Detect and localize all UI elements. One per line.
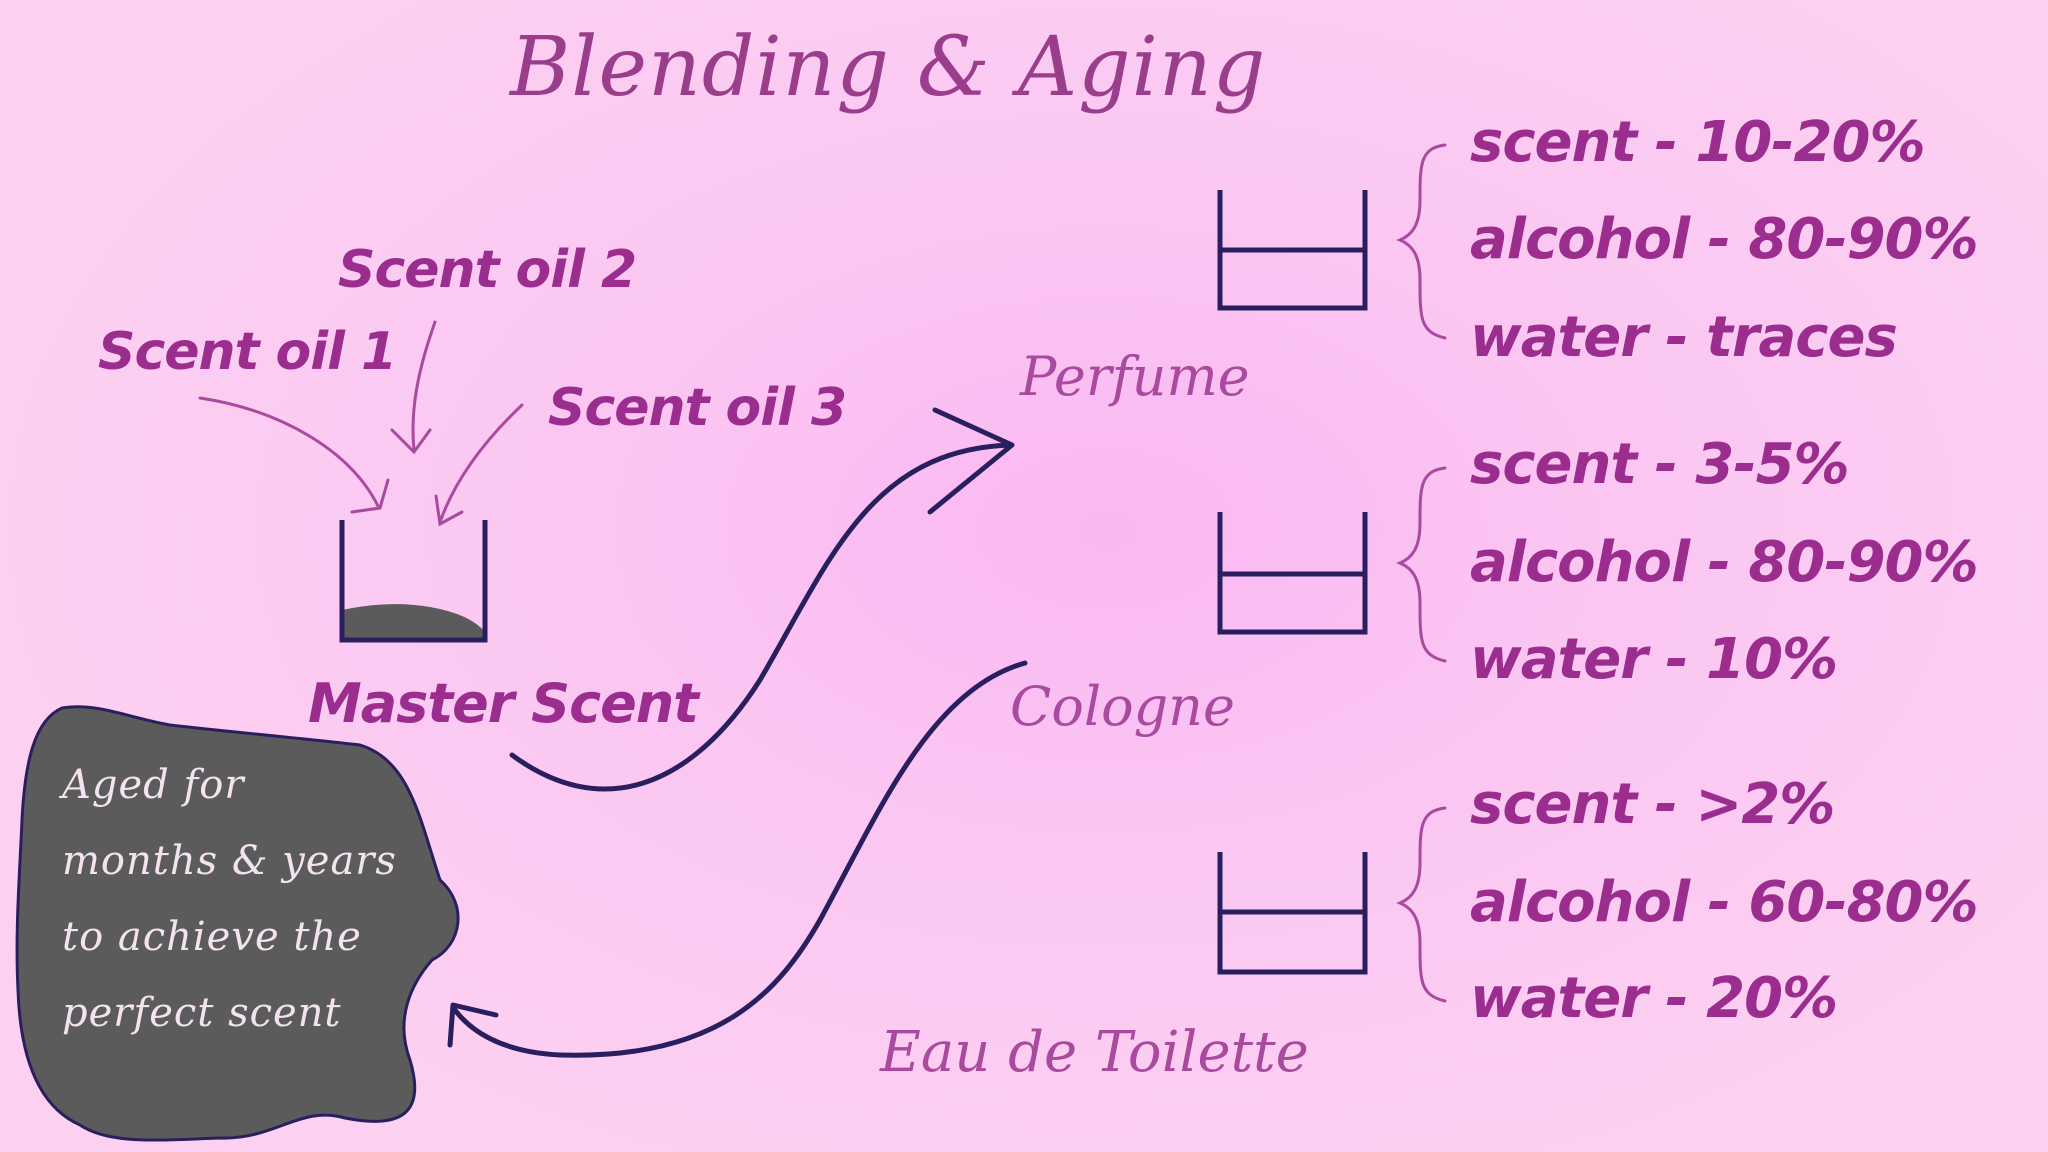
aging-text-line-3: to achieve the [62,914,362,960]
cologne-scent-spec: scent - 3-5% [1470,432,1850,497]
products-to-aging-arrowhead [447,1002,499,1048]
eau-de-toilette-scent-spec: scent - >2% [1470,772,1835,837]
oil-2-label: Scent oil 2 [338,240,637,300]
oil-1-label: Scent oil 1 [98,322,397,382]
cologne-brace [1396,466,1447,663]
cologne-water-spec: water - 10% [1470,627,1838,692]
eau-de-toilette-alcohol-spec: alcohol - 60-80% [1470,870,1979,935]
master-to-products-arrow [509,442,1013,792]
products-to-aging-arrow [452,660,1028,1058]
aging-text-line-4: perfect scent [62,990,342,1036]
cologne-alcohol-spec: alcohol - 80-90% [1470,530,1979,595]
oil-3-arrowhead [434,494,464,527]
oil-arrows [198,320,524,527]
eau-de-toilette-label: Eau de Toilette [880,1020,1309,1085]
perfume-scent-spec: scent - 10-20% [1470,110,1926,175]
master-beaker [339,520,488,643]
eau-de-toilette-beaker [1217,852,1368,975]
cologne-label: Cologne [1010,675,1235,738]
aging-text-line-2: months & years [62,838,397,884]
aging-text-line-1: Aged for [62,762,245,808]
perfume-alcohol-spec: alcohol - 80-90% [1470,207,1979,272]
oil-2-arrow [411,320,437,452]
oil-1-arrowhead [350,478,390,514]
master-to-products-arrowhead [927,407,1015,515]
perfume-beaker [1217,190,1368,311]
eau-de-toilette-water-spec: water - 20% [1470,966,1838,1031]
oil-1-arrow [198,396,380,508]
cologne-beaker [1217,512,1368,635]
perfume-brace [1396,143,1447,340]
master-scent-label: Master Scent [308,672,699,735]
perfume-label: Perfume [1020,345,1250,408]
perfume-water-spec: water - traces [1470,305,1898,370]
flow-arrows [447,407,1028,1058]
oil-3-label: Scent oil 3 [548,378,847,438]
diagram-title: Blending & Aging [510,20,1267,115]
aging-blob [15,705,460,1142]
oil-2-arrowhead [390,428,432,455]
oil-3-arrow [438,403,524,524]
eau-de-toilette-brace [1396,806,1447,1003]
